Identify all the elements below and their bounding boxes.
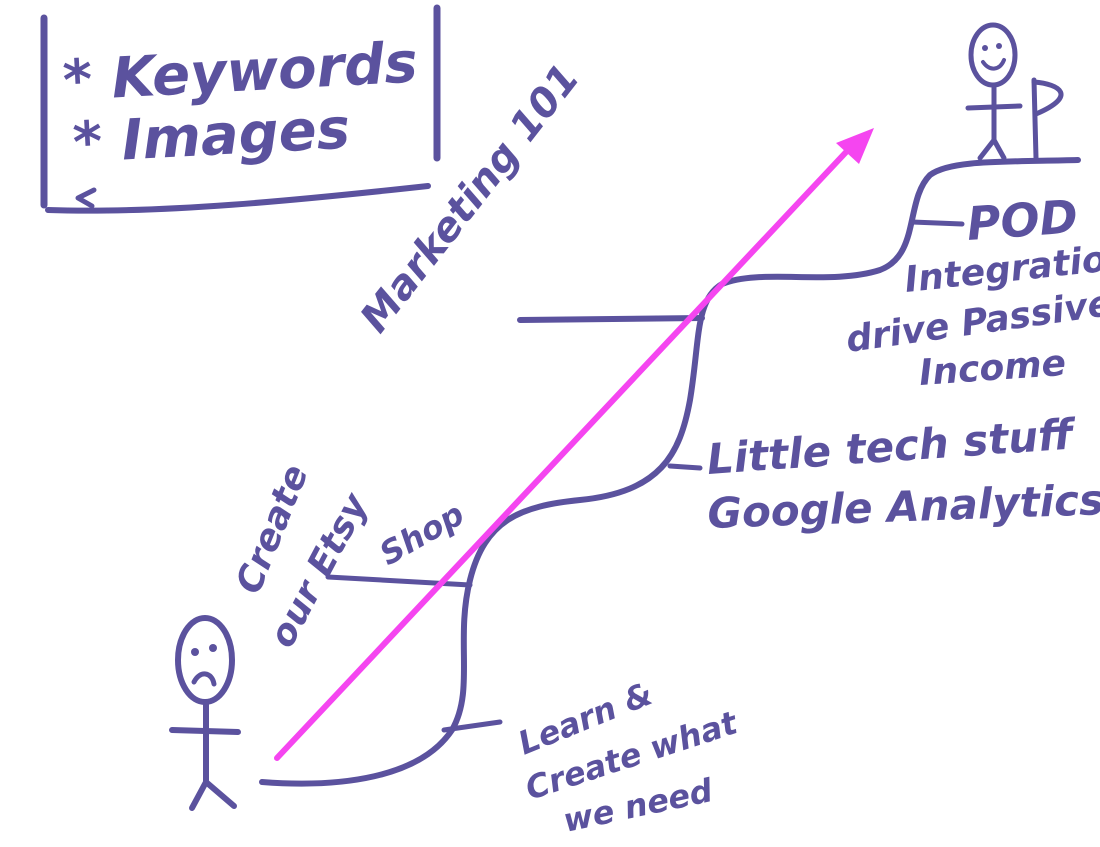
label-pod-line3: Income [918, 343, 1068, 394]
step-line-marketing [517, 315, 705, 323]
progress-arrow [274, 128, 874, 761]
legend-arrow-head [75, 187, 97, 209]
step-line-etsy [325, 574, 473, 588]
stick-figure-start [169, 615, 241, 811]
stick-figure-goal [965, 22, 1064, 161]
goal-eye-right [996, 43, 1002, 49]
flag-icon [1031, 79, 1064, 117]
legend-bottom-line [45, 183, 431, 214]
legend-box: * Keywords * Images [40, 4, 441, 214]
label-pod-title: POD [965, 189, 1080, 251]
staircase-path [259, 157, 1081, 787]
goal-eye-left [982, 45, 988, 51]
start-arms [169, 727, 241, 735]
start-legs [189, 779, 237, 811]
goal-legs [977, 137, 1007, 161]
legend-item-images: * Images [71, 97, 351, 176]
step-tick-pod [909, 219, 965, 227]
progress-arrow-head [836, 128, 874, 164]
progress-arrow-shaft [274, 147, 851, 761]
goal-arms [965, 103, 1023, 111]
start-eye-right [209, 644, 217, 652]
start-eye-left [191, 648, 199, 656]
start-frown [191, 671, 217, 687]
step-tick-tech [667, 463, 703, 471]
step-tick-learn [441, 719, 503, 733]
flag-pole [1031, 77, 1039, 161]
goal-smile [981, 58, 1006, 71]
journey-curve [259, 157, 1081, 787]
